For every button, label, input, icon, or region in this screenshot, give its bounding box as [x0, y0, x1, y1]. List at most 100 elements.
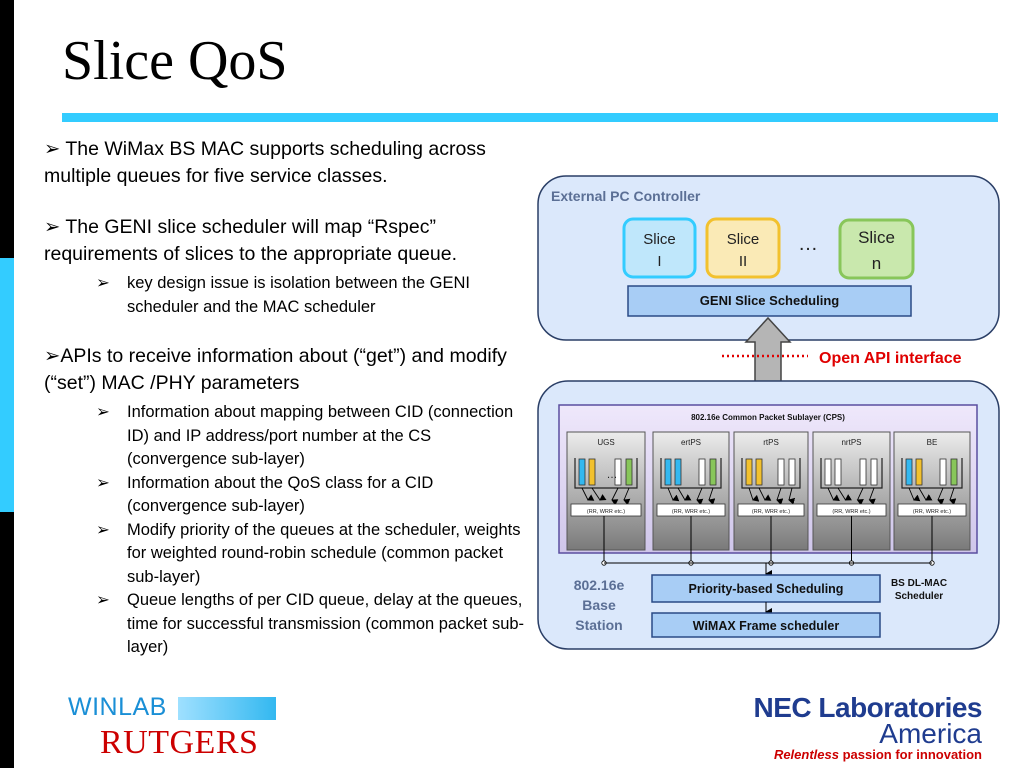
- bullet-arrow-icon: ➢: [44, 138, 61, 160]
- queue-bar: [745, 458, 753, 486]
- bullet-arrow-icon: ➢: [96, 473, 110, 492]
- bullet-arrow-icon: ➢: [96, 591, 110, 609]
- queue-bar: [939, 458, 947, 486]
- service-class-label: nrtPS: [841, 438, 861, 447]
- rutgers-logo: RUTGERS: [100, 724, 259, 761]
- service-class-rtps: rtPS(RR, WRR etc.): [733, 431, 809, 551]
- bullet-arrow-icon: ➢: [96, 520, 110, 539]
- service-classes: UGS…(RR, WRR etc.) ertPS (RR, WRR etc.) rtP…: [566, 431, 971, 551]
- bullet-arrow-icon: ➢: [96, 403, 110, 421]
- slice-2-line1: Slice: [727, 231, 760, 248]
- sub-item-text: Information about mapping between CID (c…: [127, 403, 514, 468]
- base-station-line2: Base: [582, 597, 616, 613]
- winlab-logo: WINLAB: [68, 693, 167, 721]
- queue-bar: [614, 458, 622, 486]
- queue-arrow: [937, 487, 945, 506]
- winlab-logo-bar: [178, 697, 276, 720]
- point-1-text: The WiMax BS MAC supports scheduling acr…: [44, 138, 486, 187]
- service-class-ugs: UGS…(RR, WRR etc.): [566, 431, 646, 551]
- queue-arrow: [908, 487, 921, 502]
- slice-box-2: Slice II: [705, 217, 781, 279]
- rr-label: (RR, WRR etc.): [587, 509, 625, 515]
- queue-arrow: [868, 487, 876, 506]
- queue-bar: [834, 458, 842, 486]
- slide-title: Slice QoS: [62, 30, 288, 92]
- bullet-arrow-icon: ➢: [96, 274, 110, 292]
- nec-tagline-rest: passion for innovation: [838, 747, 982, 762]
- left-accent-bar: [0, 258, 14, 512]
- queue-arrow: [623, 487, 631, 506]
- service-class-nrtps: nrtPS(RR, WRR etc.): [812, 431, 891, 551]
- connector-lines: [601, 532, 935, 578]
- point-2: ➢The GENI slice scheduler will map “Rspe…: [44, 214, 534, 268]
- queue-bar: [777, 458, 785, 486]
- queue-bar: [788, 458, 796, 486]
- title-underline: [62, 113, 998, 122]
- dl-mac-line1: BS DL-MAC: [891, 578, 947, 589]
- queue-arrow: [708, 487, 716, 506]
- queue-bar: [755, 458, 763, 486]
- sub-item: ➢key design issue is isolation between t…: [44, 272, 534, 319]
- rr-label: (RR, WRR etc.): [672, 509, 710, 515]
- priority-scheduling-box: [651, 574, 881, 603]
- rr-box: [570, 503, 642, 517]
- queue-bar: [578, 458, 586, 486]
- bullet-arrow-icon: ➢: [44, 216, 61, 238]
- slice-2-line2: II: [739, 253, 747, 270]
- wimax-frame-scheduler-box: [651, 612, 881, 638]
- slice-box-1: Slice I: [622, 217, 697, 279]
- base-station-line1: 802.16e: [574, 577, 625, 593]
- queue-arrow: [949, 487, 957, 506]
- queue-arrow: [837, 487, 852, 501]
- queue-bracket: [574, 458, 638, 489]
- queue-bar: [824, 458, 832, 486]
- service-class-ertps: ertPS (RR, WRR etc.): [652, 431, 730, 551]
- queue-bracket: [741, 458, 801, 489]
- sub-item: ➢ Information about mapping between CID (…: [44, 401, 534, 472]
- queue-bracket: [820, 458, 883, 489]
- queue-bracket: [901, 458, 963, 489]
- queue-bar: [859, 458, 867, 486]
- queue-arrow: [591, 487, 607, 501]
- service-class-label: BE: [927, 438, 938, 447]
- base-station-line3: Station: [575, 617, 622, 633]
- point-2-sublist: ➢key design issue is isolation between t…: [44, 272, 534, 319]
- service-class-label: UGS: [597, 438, 614, 447]
- service-class-label: ertPS: [681, 438, 701, 447]
- api-label: Open API interface: [819, 350, 962, 367]
- nec-logo-line2: America: [879, 718, 982, 749]
- queue-arrow: [788, 487, 796, 505]
- queue-bracket: [660, 458, 722, 489]
- sub-item: ➢ Queue lengths of per CID queue, delay a…: [44, 589, 534, 660]
- service-class-column: [566, 431, 646, 551]
- slice-box-n: Slice n: [838, 218, 915, 280]
- queue-arrow: [758, 487, 772, 501]
- controller-title: External PC Controller: [551, 188, 701, 204]
- nec-logo-line1: NEC Laboratories: [753, 692, 983, 723]
- queue-arrow: [748, 487, 760, 502]
- sub-item-text: Modify priority of the queues at the sch…: [127, 520, 521, 586]
- queue-arrow: [677, 487, 692, 501]
- service-class-label: rtPS: [763, 438, 779, 447]
- queue-bar: [905, 458, 913, 486]
- slice-n-line1: Slice: [858, 228, 895, 247]
- slice-1-line2: I: [657, 253, 661, 270]
- queue-bar: [709, 458, 717, 486]
- queue-bar: [588, 458, 596, 486]
- sub-item-text: Queue lengths of per CID queue, delay at…: [127, 591, 525, 656]
- service-class-be: BE(RR, WRR etc.): [893, 431, 971, 551]
- nec-tagline-italic: Relentless: [773, 747, 839, 762]
- bullet-arrow-icon: ➢: [44, 345, 61, 367]
- queue-bar: [674, 458, 682, 486]
- queue-bar: [915, 458, 923, 486]
- queue-arrow: [611, 487, 619, 506]
- point-3: ➢APIs to receive information about (“get…: [44, 343, 534, 397]
- queue-arrow: [696, 487, 704, 506]
- point-3-sublist: ➢ Information about mapping between CID (…: [44, 401, 534, 660]
- geni-scheduling-label: GENI Slice Scheduling: [700, 293, 839, 308]
- queue-bar: [698, 458, 706, 486]
- wimax-frame-scheduler-label: WiMAX Frame scheduler: [693, 619, 840, 633]
- queue-bar: [664, 458, 672, 486]
- queue-arrow: [856, 487, 864, 506]
